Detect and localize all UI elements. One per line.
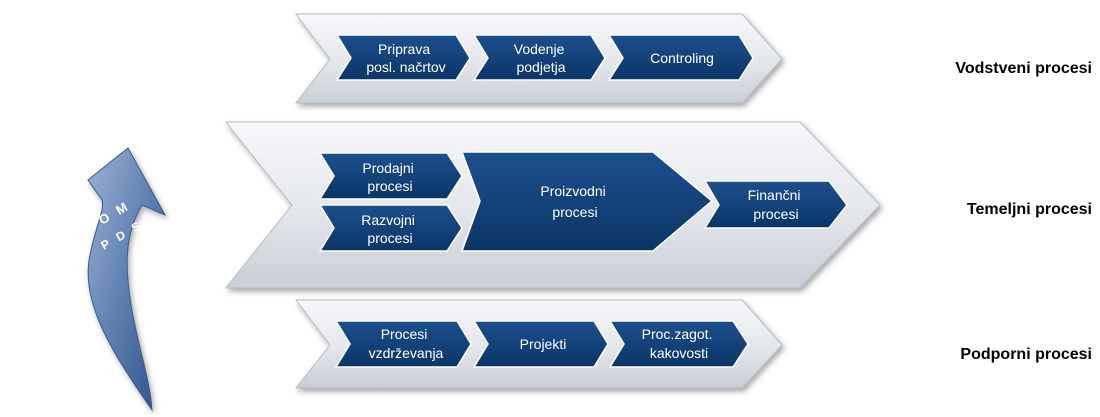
- box-line: procesi: [753, 206, 798, 222]
- process-box-prodajni: Prodajni procesi: [318, 152, 463, 200]
- box-line: Razvojni: [361, 212, 415, 228]
- box-line: procesi: [367, 178, 412, 194]
- box-line: Vodenje: [514, 41, 565, 57]
- box-line: vzdrževanja: [369, 345, 444, 361]
- box-line: Proizvodni: [540, 183, 605, 199]
- label-vodstveni: Vodstveni procesi: [955, 60, 1092, 77]
- svg-text:Prodajni procesi: Prodajni procesi: [362, 160, 417, 194]
- svg-text:Procesi vzdrževanja: Procesi vzdrževanja: [369, 326, 444, 361]
- label-podporni: Podporni procesi: [960, 346, 1092, 363]
- process-box-proizvodni: Proizvodni procesi: [460, 151, 714, 252]
- process-box-kakovost: Proc.zagot. kakovosti: [608, 320, 749, 368]
- label-temeljni: Temeljni procesi: [966, 201, 1092, 218]
- box-line: Procesi: [381, 326, 428, 342]
- process-box-projekti: Projekti: [472, 320, 609, 368]
- process-box-controling: Controling: [607, 34, 754, 81]
- box-line: kakovosti: [650, 345, 708, 361]
- svg-text:Finančni procesi: Finančni procesi: [748, 187, 805, 222]
- box-line: posl. načrtov: [366, 59, 445, 75]
- process-box-razvojni: Razvojni procesi: [318, 204, 463, 252]
- curved-arrow-icon: [87, 147, 167, 412]
- box-line: Finančni: [748, 187, 801, 203]
- svg-text:Controling: Controling: [650, 50, 714, 66]
- box-line: procesi: [552, 204, 597, 220]
- box-line: Controling: [650, 50, 714, 66]
- process-box-vzdrzevanja: Procesi vzdrževanja: [334, 320, 472, 368]
- box-line: Priprava: [378, 41, 430, 57]
- process-box-vodenje: Vodenje podjetja: [472, 34, 606, 81]
- box-line: podjetja: [516, 59, 565, 75]
- box-line: Prodajni: [362, 160, 413, 176]
- svg-text:Projekti: Projekti: [520, 336, 567, 352]
- box-line: Projekti: [520, 336, 567, 352]
- box-line: procesi: [367, 230, 412, 246]
- process-box-priprava: Priprava posl. načrtov: [335, 34, 471, 81]
- svg-text:Priprava posl. načrtov: Priprava posl. načrtov: [366, 41, 445, 75]
- svg-text:Proc.zagot. kakovosti: Proc.zagot. kakovosti: [642, 326, 717, 361]
- box-line: Proc.zagot.: [642, 326, 713, 342]
- process-box-financni: Finančni procesi: [703, 180, 848, 229]
- svg-text:Razvojni procesi: Razvojni procesi: [361, 212, 419, 246]
- svg-text:Vodenje podjetja: Vodenje podjetja: [514, 41, 569, 75]
- svg-text:Proizvodni procesi: Proizvodni procesi: [540, 183, 609, 220]
